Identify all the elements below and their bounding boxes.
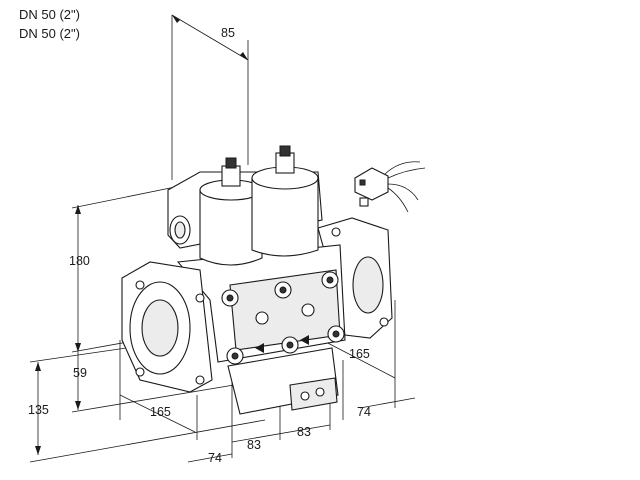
dim-85-label: 85 (221, 26, 235, 40)
dim-74-right-label: 74 (357, 405, 371, 419)
plug-connector (354, 161, 426, 213)
dim-59-label: 59 (73, 366, 87, 380)
dim-74-bottom-label: 74 (208, 451, 222, 465)
valve-assembly (121, 145, 393, 415)
dim-180-label: 180 (69, 254, 90, 268)
dim-83-right-label: 83 (297, 425, 311, 439)
dim-83-left-label: 83 (247, 438, 261, 452)
dim-165-right-label: 165 (349, 347, 370, 361)
header-line-2: DN 50 (2") (19, 26, 80, 41)
dim-165-left-label: 165 (150, 405, 171, 419)
dim-135-label: 135 (28, 403, 49, 417)
header-line-1: DN 50 (2") (19, 7, 80, 22)
